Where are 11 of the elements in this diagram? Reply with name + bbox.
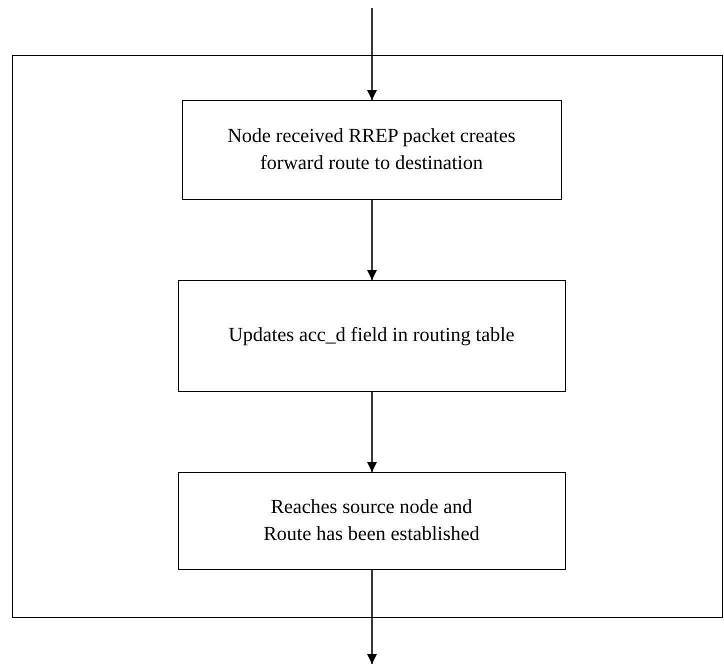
arrow	[367, 8, 377, 100]
process-box	[178, 472, 566, 570]
process-box	[178, 280, 566, 392]
step-text: Reaches source node and Route has been established	[262, 494, 481, 546]
step-text: Node received RREP packet creates forward route to destination	[226, 124, 517, 176]
arrow	[367, 570, 377, 664]
arrow	[367, 392, 377, 472]
arrow	[367, 200, 377, 280]
process-box	[182, 100, 562, 200]
step-text: Updates acc_d field in routing table	[228, 323, 514, 348]
container-box	[12, 55, 723, 618]
